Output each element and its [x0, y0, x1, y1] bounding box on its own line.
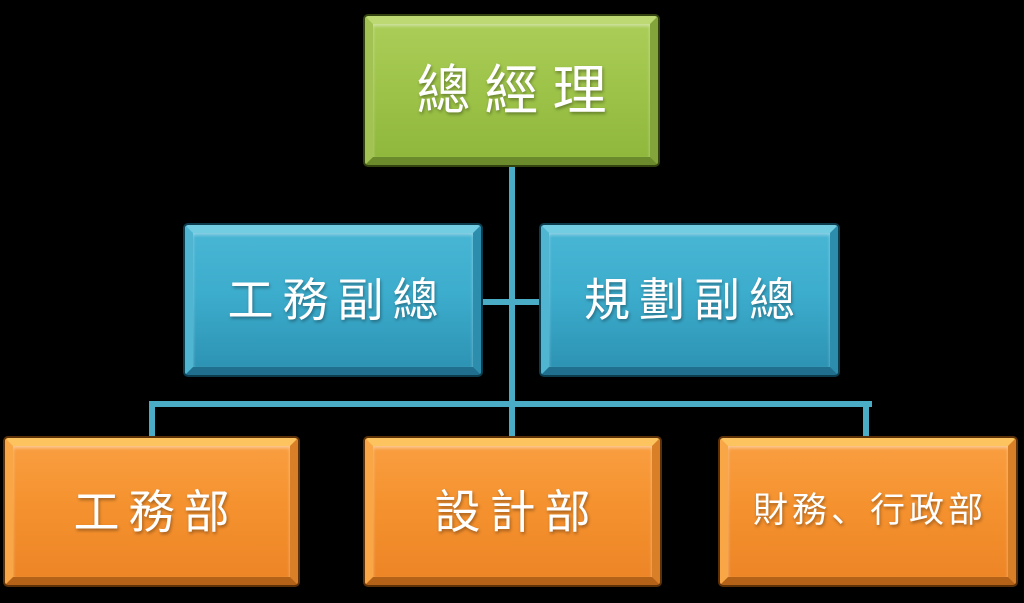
- connector-drop-dept-eng: [149, 405, 155, 438]
- node-design-dept: 設計部: [365, 438, 660, 585]
- node-general-manager-label: 總經理: [416, 58, 621, 122]
- node-general-manager: 總經理: [365, 16, 658, 165]
- node-vp-engineering: 工務副總: [185, 225, 481, 375]
- connector-drop-dept-finance: [863, 405, 869, 438]
- node-finance-admin-dept-label: 財務、行政部: [752, 491, 987, 531]
- node-design-dept-label: 設計部: [434, 484, 600, 539]
- connector-vp-horizontal: [481, 299, 541, 305]
- node-finance-admin-dept: 財務、行政部: [720, 438, 1016, 585]
- node-vp-planning: 規劃副總: [541, 225, 838, 375]
- connector-dept-distribution: [149, 401, 872, 407]
- node-engineering-dept-label: 工務部: [73, 484, 239, 539]
- node-vp-planning-label: 規劃副總: [584, 273, 804, 327]
- node-vp-engineering-label: 工務副總: [227, 273, 448, 327]
- node-engineering-dept: 工務部: [5, 438, 298, 585]
